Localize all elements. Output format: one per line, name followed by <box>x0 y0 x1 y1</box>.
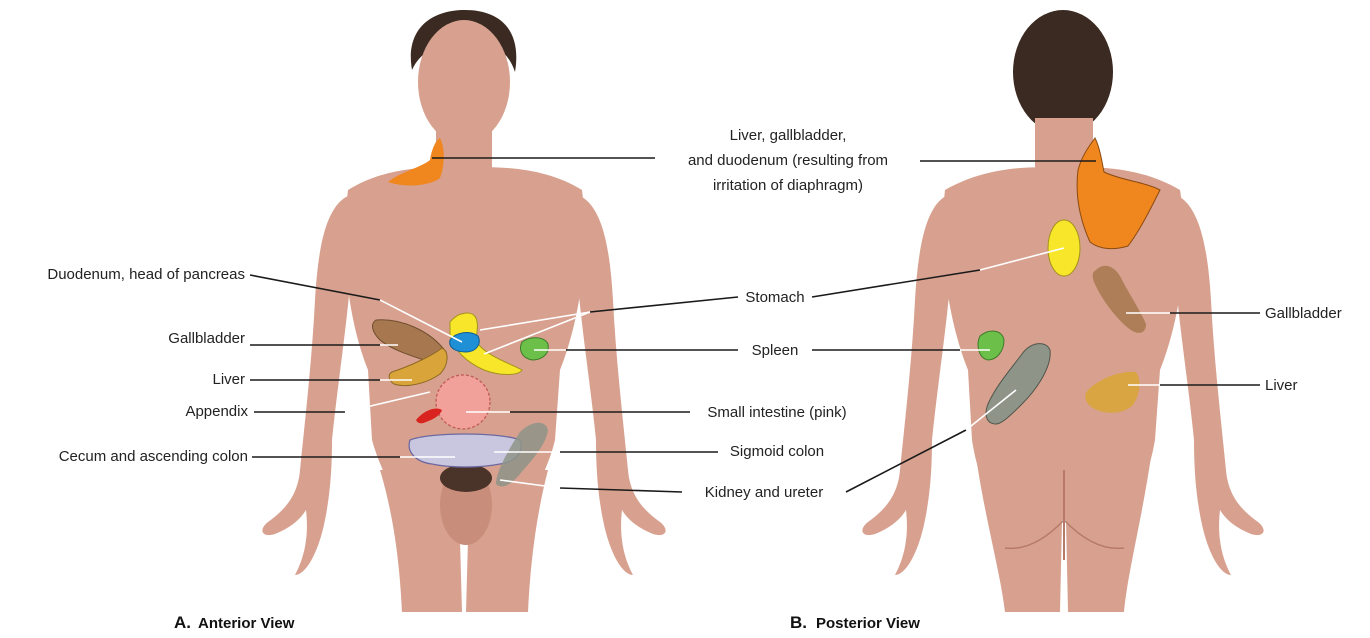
label-spleen: Spleen <box>752 342 799 359</box>
label-liver-anterior: Liver <box>212 371 245 388</box>
captions: A. Anterior View B. Posterior View <box>174 613 920 632</box>
label-diaphragm-line2: and duodenum (resulting from <box>688 152 888 169</box>
zone-spleen-anterior <box>520 338 548 360</box>
label-appendix: Appendix <box>185 403 248 420</box>
label-diaphragm-line3: irritation of diaphragm) <box>713 177 863 194</box>
caption-posterior-letter: B. <box>790 613 807 632</box>
caption-anterior-text: Anterior View <box>198 615 295 632</box>
label-cecum-colon: Cecum and ascending colon <box>59 448 248 465</box>
label-stomach: Stomach <box>745 289 804 306</box>
zone-diaphragm-anterior <box>388 138 444 185</box>
label-sigmoid-colon: Sigmoid colon <box>730 443 824 460</box>
label-gallbladder-anterior: Gallbladder <box>168 330 245 347</box>
zone-small-intestine-anterior <box>436 375 490 429</box>
caption-posterior-text: Posterior View <box>816 615 920 632</box>
label-kidney-ureter: Kidney and ureter <box>705 484 823 501</box>
caption-anterior-letter: A. <box>174 613 191 632</box>
label-liver-posterior: Liver <box>1265 377 1298 394</box>
label-diaphragm-line1: Liver, gallbladder, <box>730 127 847 144</box>
label-small-intestine: Small intestine (pink) <box>707 404 846 421</box>
label-gallbladder-posterior: Gallbladder <box>1265 305 1342 322</box>
label-duodenum-pancreas: Duodenum, head of pancreas <box>47 266 245 283</box>
posterior-figure <box>862 10 1263 612</box>
